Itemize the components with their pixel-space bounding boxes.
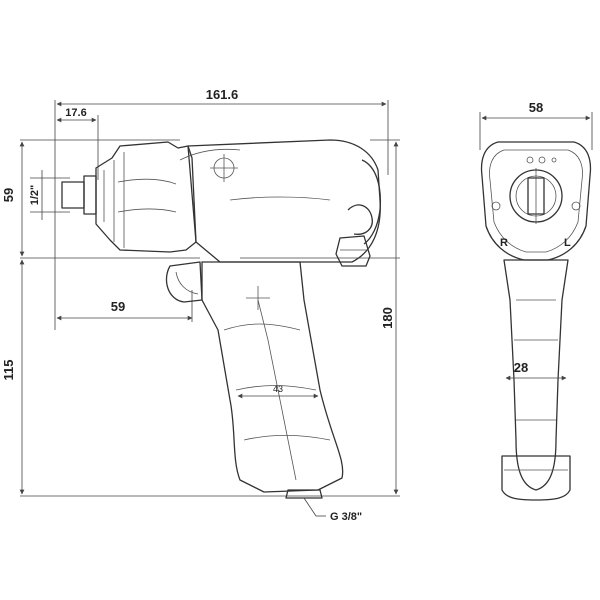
exhaust-deflector [347, 204, 373, 235]
leader-line-air-inlet [303, 497, 317, 517]
dimension-front-width: 58 [529, 100, 543, 115]
air-inlet-thread-label: G 3/8" [330, 511, 362, 523]
housing-contours [179, 148, 331, 201]
front-handle-grip-lines [514, 299, 558, 421]
hammer-case [95, 141, 197, 253]
front-base [501, 455, 571, 501]
square-drive-anvil [61, 181, 85, 209]
dimension-grip-depth: 59 [111, 299, 125, 314]
hammer-case-contours [117, 178, 177, 213]
motor-housing [187, 139, 381, 263]
dimension-grip-width: 43 [273, 384, 283, 394]
handle-center-line [257, 299, 297, 481]
anvil-collar [83, 175, 97, 215]
air-inlet [285, 489, 323, 499]
dimension-anvil-offset: 17.6 [65, 107, 86, 119]
front-handle [503, 259, 569, 491]
front-side-screw-right [571, 201, 581, 211]
handle [201, 261, 344, 493]
front-side-screw-left [491, 201, 501, 211]
front-indicator-2 [538, 156, 546, 164]
dimension-handle-height: 115 [1, 360, 16, 381]
handle-grip-lines [223, 323, 331, 441]
reverse-label-l: L [564, 237, 571, 249]
dimension-overall-length: 161.6 [206, 87, 239, 102]
rear-cap [361, 159, 382, 245]
reverse-label-r: R [500, 237, 508, 249]
trigger [165, 261, 203, 303]
trigger-contour [175, 271, 199, 295]
reverse-knob [335, 235, 371, 267]
nose-ribs [103, 152, 125, 248]
dimension-head-height: 59 [1, 188, 16, 202]
dimension-square-drive: 1/2" [29, 185, 41, 206]
front-head-inner [489, 149, 583, 253]
front-view: 58 R L 28 [479, 100, 593, 501]
front-indicator-1 [526, 156, 534, 164]
front-indicator-3 [551, 157, 557, 163]
side-view: 161.6 17.6 59 1/2" 59 115 180 [1, 87, 400, 523]
dimension-front-handle-width: 28 [514, 360, 528, 375]
dimension-overall-height: 180 [380, 307, 395, 329]
